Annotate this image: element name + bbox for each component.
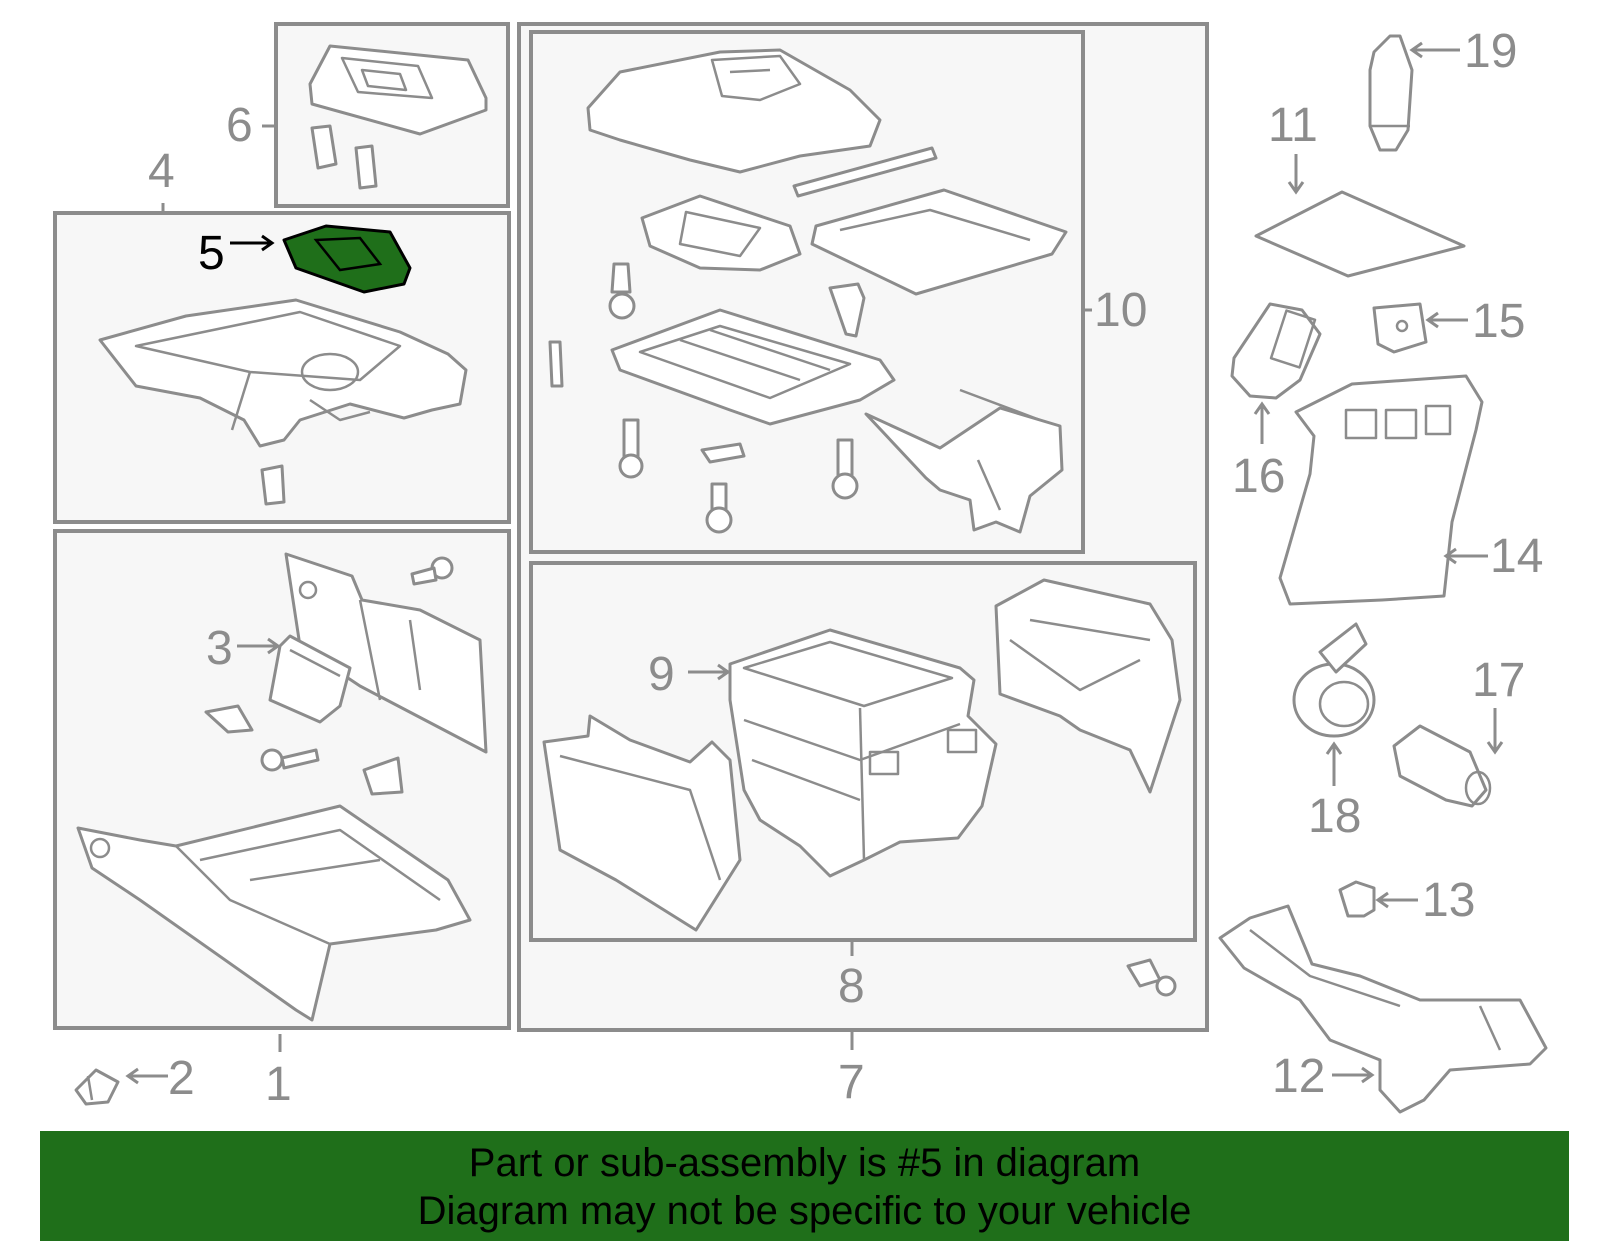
part-15-switch <box>1372 302 1428 354</box>
banner-line-part-number: Part or sub-assembly is #5 in diagram <box>468 1141 1141 1185</box>
callout-19: 19 <box>1464 25 1517 78</box>
part-19-shift-knob <box>1368 34 1414 152</box>
small-clips-group-1 <box>204 556 454 796</box>
part-6-shift-bezel <box>308 44 488 190</box>
part-2-clip <box>74 1068 120 1106</box>
callout-16: 16 <box>1232 450 1285 503</box>
part-7-screw <box>1126 958 1177 997</box>
leader-11 <box>1287 154 1305 195</box>
group-box-1 <box>53 529 511 1030</box>
part-14-trim-panel <box>1278 374 1484 606</box>
callout-15: 15 <box>1472 295 1525 348</box>
leader-13 <box>1375 891 1418 909</box>
leader-5 <box>230 234 275 252</box>
leader-14 <box>1443 547 1488 565</box>
callout-13: 13 <box>1422 874 1475 927</box>
part-17-lighter <box>1392 724 1492 808</box>
leader-2 <box>125 1067 168 1085</box>
part-8-side-panel-left <box>542 714 742 932</box>
part-12-duct <box>1218 904 1548 1114</box>
leader-18 <box>1325 741 1343 786</box>
leader-15 <box>1425 311 1468 329</box>
leader-17 <box>1486 708 1504 755</box>
part-18-socket <box>1292 622 1376 738</box>
part-5-highlighted <box>282 224 412 294</box>
leader-19 <box>1409 41 1460 59</box>
callout-18: 18 <box>1308 790 1361 843</box>
callout-1: 1 <box>265 1058 292 1111</box>
part-8-side-panel-right <box>994 578 1182 794</box>
leader-9 <box>688 663 731 681</box>
callout-8: 8 <box>838 960 865 1013</box>
leader-12 <box>1332 1066 1375 1084</box>
callout-6: 6 <box>226 99 253 152</box>
callout-17: 17 <box>1472 654 1525 707</box>
callout-3: 3 <box>206 622 233 675</box>
callout-12: 12 <box>1272 1050 1325 1103</box>
callout-10: 10 <box>1094 284 1147 337</box>
callout-7: 7 <box>838 1056 865 1109</box>
part-13-clip <box>1338 880 1376 918</box>
part-4-upper-panel <box>98 298 468 506</box>
callout-9: 9 <box>648 648 675 701</box>
part-10-inner-components <box>610 146 1068 534</box>
leader-3 <box>237 637 281 655</box>
part-10-armrest-lid <box>586 48 882 174</box>
info-banner: Part or sub-assembly is #5 in diagram Di… <box>40 1131 1569 1241</box>
leader-16 <box>1253 401 1271 444</box>
part-10-screws <box>548 262 866 534</box>
part-16-vent <box>1230 302 1322 400</box>
callout-2: 2 <box>168 1052 195 1105</box>
part-11-mat <box>1254 190 1466 278</box>
callout-4: 4 <box>148 145 175 198</box>
callout-14: 14 <box>1490 530 1543 583</box>
callout-5: 5 <box>198 227 225 280</box>
banner-line-disclaimer: Diagram may not be specific to your vehi… <box>417 1189 1192 1233</box>
part-1-console-base <box>76 804 472 1022</box>
part-3-bracket <box>268 634 352 724</box>
callout-11: 11 <box>1268 99 1318 152</box>
part-9-console-box <box>728 628 998 878</box>
